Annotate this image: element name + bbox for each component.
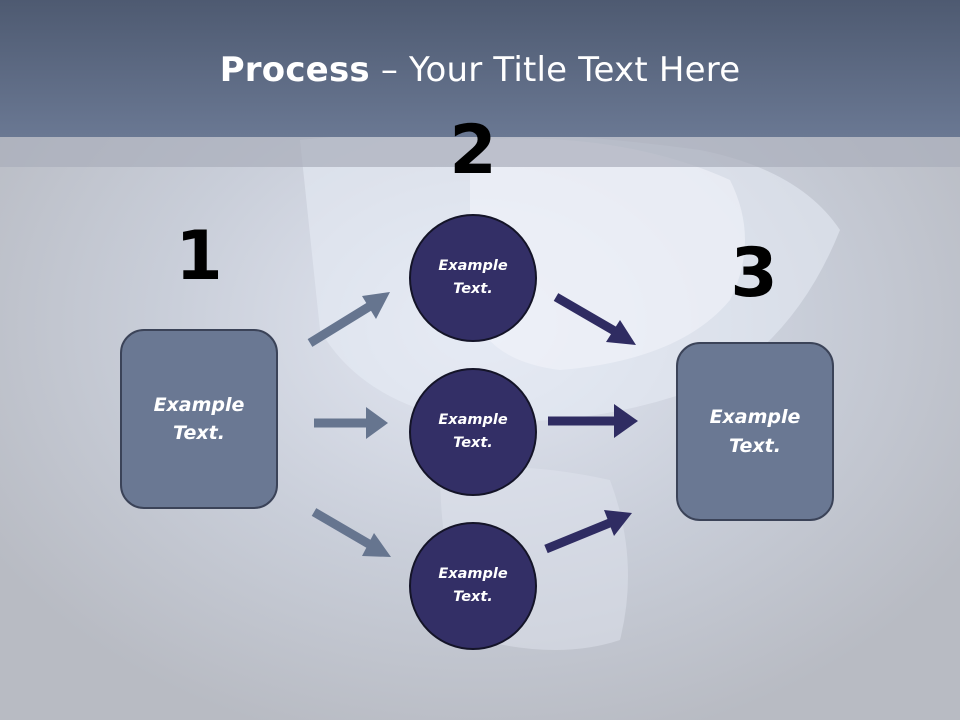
page-title: Process – Your Title Text Here	[0, 50, 960, 90]
step-number-3: 3	[730, 234, 778, 313]
circle-top-text: Example Text.	[438, 257, 508, 297]
arrow-middle-to-right	[548, 404, 638, 438]
arrow-top-to-right	[553, 293, 636, 345]
step-number-1: 1	[175, 217, 223, 296]
arrow-left-to-middle	[314, 407, 388, 439]
arrow-left-to-bottom	[311, 508, 391, 557]
arrow-left-to-top	[307, 292, 390, 347]
step-1-box: Example Text.	[120, 329, 278, 509]
circle-middle-text: Example Text.	[438, 411, 508, 451]
arrow-bottom-to-right	[544, 510, 632, 554]
title-rest: – Your Title Text Here	[369, 50, 741, 90]
step-3-box: Example Text.	[676, 342, 834, 521]
title-bold: Process	[219, 50, 370, 90]
step-3-box-text: Example Text.	[709, 406, 801, 457]
step-1-box-text: Example Text.	[153, 393, 245, 445]
step-2-circle-top: Example Text.	[409, 214, 537, 342]
step-2-circle-middle: Example Text.	[409, 368, 537, 496]
circle-bottom-text: Example Text.	[438, 565, 508, 605]
step-2-circle-bottom: Example Text.	[409, 522, 537, 650]
step-number-2: 2	[449, 111, 497, 190]
